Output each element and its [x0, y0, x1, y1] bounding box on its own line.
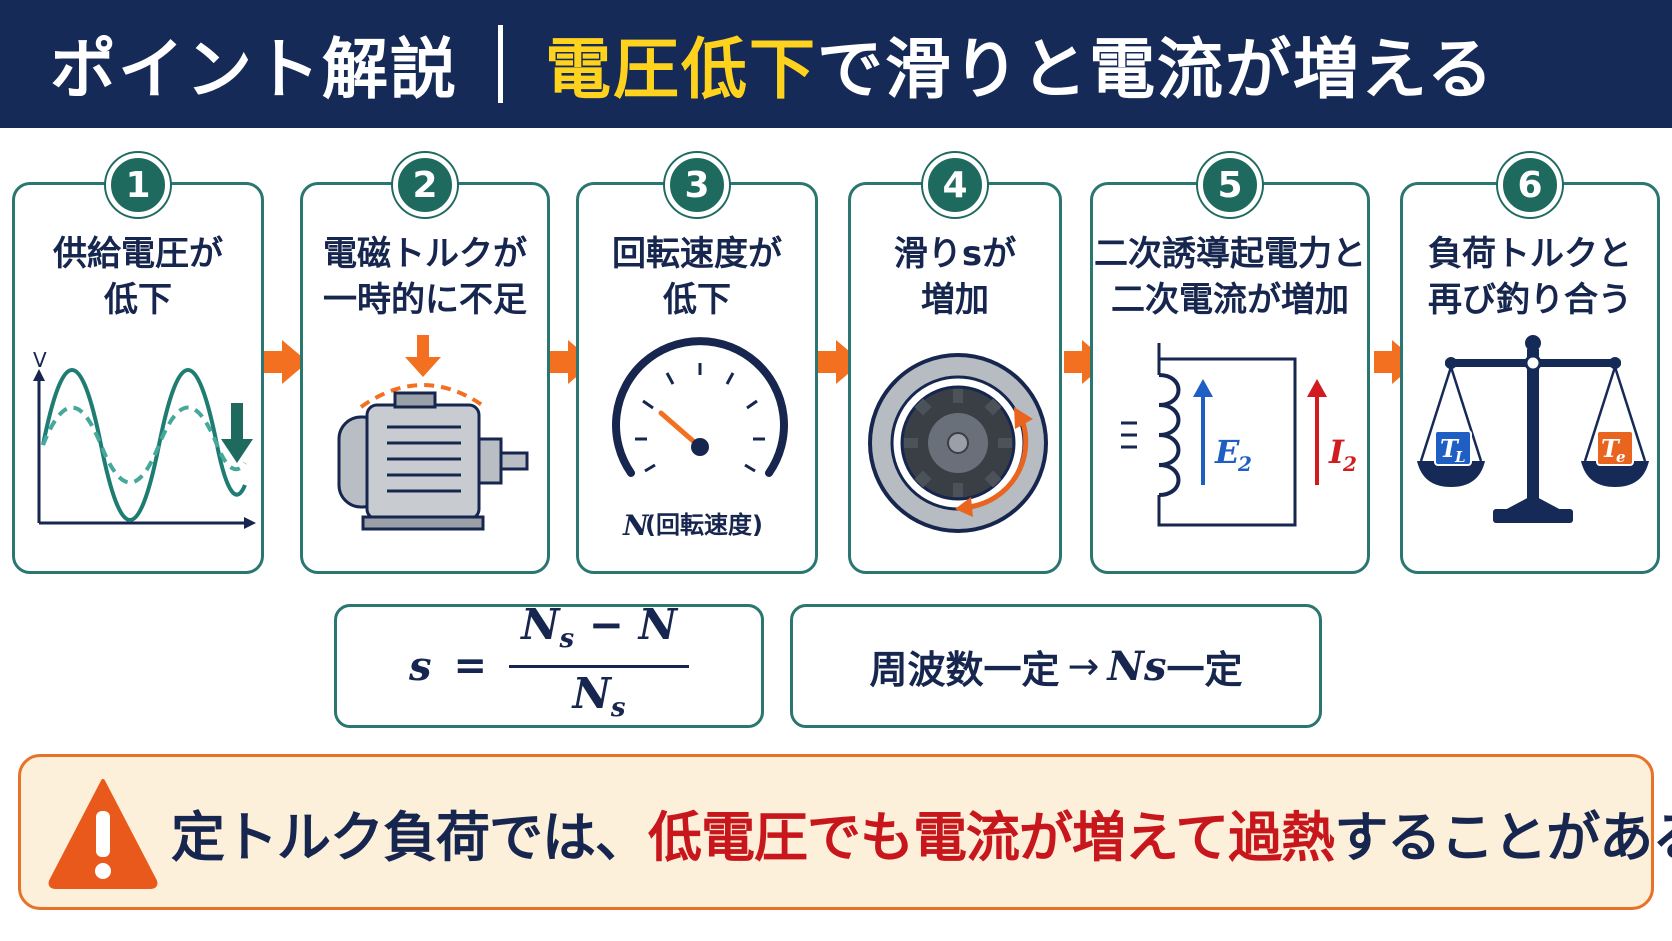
step-3-line1: 回転速度が — [612, 234, 782, 274]
step-badge-1: 1 — [106, 153, 170, 217]
freq-text-a: 周波数一定 — [869, 647, 1060, 692]
emf-symbol: E — [1214, 433, 1240, 471]
header-title-highlight: 電圧低下 — [545, 31, 817, 108]
scale-left-symbol: T — [1440, 434, 1460, 463]
motor-icon — [337, 335, 529, 531]
step-2-line2: 一時的に不足 — [323, 280, 527, 320]
numerator-n: N — [638, 599, 677, 649]
step-title-6: 負荷トルクと 再び釣り合う — [1403, 231, 1657, 323]
header-divider — [498, 25, 503, 103]
scale-left-subscript: L — [1454, 448, 1466, 466]
step-badge-3: 3 — [665, 153, 729, 217]
gauge-symbol: N — [622, 509, 650, 542]
step-badge-4: 4 — [923, 153, 987, 217]
gauge-label: (回転速度) — [645, 511, 763, 539]
step-5-line2: 二次電流が増加 — [1111, 280, 1349, 320]
step-4-line1: 滑りsが — [893, 234, 1017, 274]
warning-triangle-icon — [48, 779, 158, 889]
denominator-ns-sub: s — [610, 692, 626, 723]
speedometer-icon: N (回転速度) — [612, 337, 788, 542]
formula-lhs: s — [408, 642, 432, 690]
step-badge-5: 5 — [1198, 153, 1262, 217]
step-card-3: 3 回転速度が 低下 N (回転速度) — [576, 153, 818, 574]
numerator-minus: − — [588, 599, 624, 649]
step-title-3: 回転速度が 低下 — [579, 231, 815, 323]
freq-symbol: N — [1107, 642, 1144, 690]
header-title-left: ポイント解説 — [50, 31, 458, 108]
warning-highlight: 低電圧でも電流が増えて過熱 — [648, 805, 1335, 869]
step-card-5: 5 二次誘導起電力と 二次電流が増加 E 2 I 2 — [1090, 153, 1370, 574]
formula-numerator: Ns − N — [521, 599, 677, 663]
balance-scale-icon: T L T e — [1417, 335, 1649, 523]
step-card-6: 6 負荷トルクと 再び釣り合う T L T e — [1400, 153, 1660, 574]
slip-formula-box: s = Ns − N Ns — [334, 600, 764, 728]
voltage-wave-icon: V — [33, 348, 256, 529]
freq-symbol-sub: s — [1143, 642, 1167, 690]
warning-part1: 定トルク負荷では、 — [171, 805, 649, 869]
step-title-5: 二次誘導起電力と 二次電流が増加 — [1093, 231, 1367, 323]
step-title-1: 供給電圧が 低下 — [15, 231, 261, 323]
step-1-line1: 供給電圧が — [53, 234, 223, 274]
axis-label-v: V — [33, 348, 47, 372]
fraction-bar — [509, 664, 690, 668]
freq-text-b: 一定 — [1166, 647, 1243, 692]
formula-equals: = — [453, 643, 488, 689]
step-badge-6: 6 — [1498, 153, 1562, 217]
numerator-ns-sub: s — [559, 623, 575, 654]
header-bar: ポイント解説 電圧低下で滑りと電流が増える — [0, 0, 1672, 128]
current-subscript: 2 — [1342, 452, 1357, 476]
step-6-line1: 負荷トルクと — [1428, 234, 1632, 274]
circuit-icon: E 2 I 2 — [1121, 343, 1357, 527]
warning-text: 定トルク負荷では、低電圧でも電流が増えて過熱することがある — [171, 757, 1672, 907]
step-card-1: 1 供給電圧が 低下 V — [12, 153, 264, 574]
emf-subscript: 2 — [1237, 452, 1252, 476]
current-symbol: I — [1328, 433, 1345, 471]
header-title: 電圧低下で滑りと電流が増える — [545, 16, 1495, 112]
step-1-line2: 低下 — [104, 280, 172, 320]
step-card-4: 4 滑りsが 増加 — [848, 153, 1062, 574]
step-badge-2: 2 — [393, 153, 457, 217]
numerator-ns: N — [521, 599, 560, 649]
step-3-line2: 低下 — [663, 280, 731, 320]
step-title-4: 滑りsが 増加 — [851, 231, 1059, 323]
step-title-2: 電磁トルクが 一時的に不足 — [303, 231, 547, 323]
formula-fraction: Ns − N Ns — [509, 599, 690, 732]
step-2-line1: 電磁トルクが — [323, 234, 527, 274]
scale-right-symbol: T — [1601, 434, 1621, 463]
scale-right-subscript: e — [1616, 448, 1626, 466]
freq-arrow: → — [1067, 644, 1100, 688]
warning-banner: 定トルク負荷では、低電圧でも電流が増えて過熱することがある — [18, 754, 1672, 910]
denominator-ns: N — [572, 668, 611, 718]
header-title-rest: で滑りと電流が増える — [817, 31, 1496, 108]
step-5-line1: 二次誘導起電力と — [1094, 234, 1366, 274]
warning-part3: することがある — [1334, 805, 1672, 869]
step-card-2: 2 電磁トルクが 一時的に不足 — [300, 153, 550, 574]
step-6-line2: 再び釣り合う — [1428, 280, 1632, 320]
step-4-line2: 増加 — [921, 280, 989, 320]
formula-denominator: Ns — [572, 668, 626, 732]
rotor-icon — [868, 353, 1048, 533]
